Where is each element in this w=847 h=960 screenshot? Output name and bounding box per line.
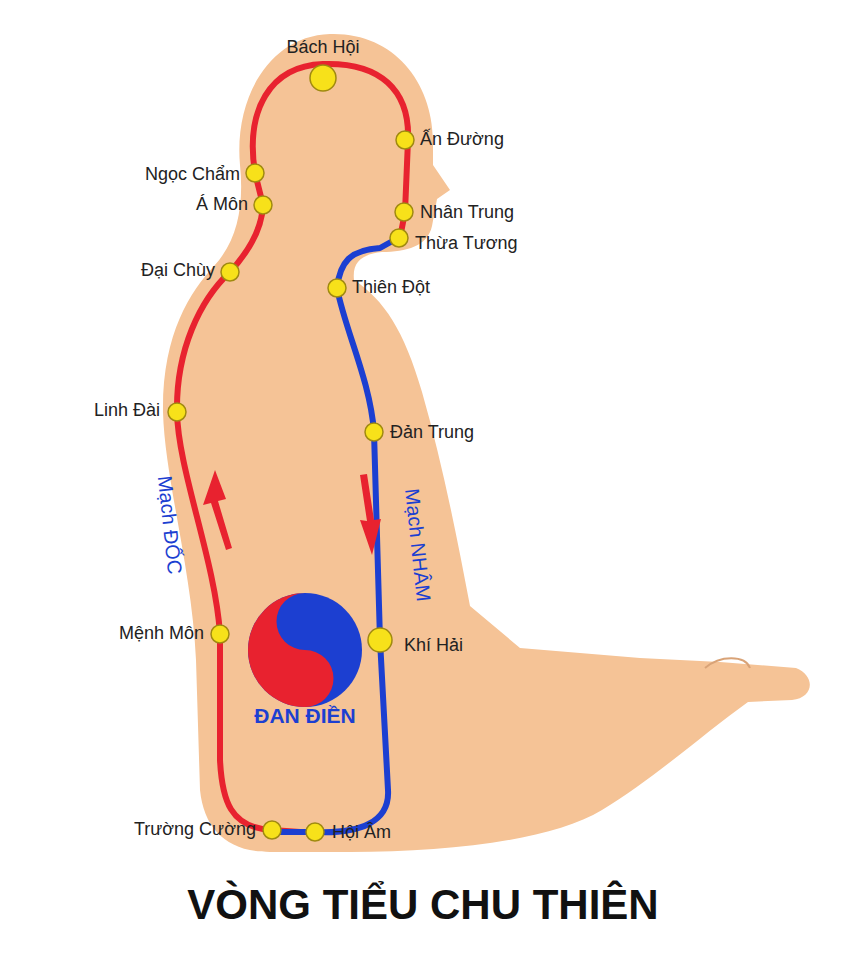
flow-arrows (196, 470, 381, 555)
point-label: Thừa Tương (415, 234, 518, 254)
point-label: Hội Âm (332, 823, 391, 843)
hand-mudra (705, 658, 750, 668)
point-label: Nhân Trung (420, 203, 514, 223)
point (306, 823, 324, 841)
point-label: Linh Đài (94, 401, 160, 421)
point-label: Thiên Đột (352, 278, 430, 298)
body-silhouette (163, 34, 810, 852)
point-label: Khí Hải (404, 636, 463, 656)
point-label: Ấn Đường (420, 130, 504, 150)
yin-yang-red (248, 593, 334, 707)
point (246, 164, 264, 182)
point (395, 203, 413, 221)
point (328, 279, 346, 297)
point (221, 263, 239, 281)
point-label: Mệnh Môn (119, 624, 204, 644)
point (365, 423, 383, 441)
point-label: Đại Chùy (141, 261, 215, 281)
dantian-label: ĐAN ĐIỀN (254, 704, 356, 727)
point-label: Trường Cường (134, 820, 256, 840)
point (310, 65, 336, 91)
point (254, 196, 272, 214)
point-label: Á Môn (196, 195, 248, 215)
yin-yang (248, 593, 362, 707)
point-label: Ngọc Chẩm (145, 165, 240, 185)
conception-vessel-line (280, 238, 398, 832)
yin-yang-blue (248, 593, 362, 707)
point (368, 628, 392, 652)
diagram-title: VÒNG TIỂU CHU THIÊN (187, 882, 658, 928)
point (263, 821, 281, 839)
point (396, 131, 414, 149)
downward-arrow (360, 474, 381, 555)
point (211, 625, 229, 643)
point-label: Bách Hội (286, 38, 359, 58)
upward-arrow (203, 470, 232, 550)
point-label: Đản Trung (390, 423, 474, 443)
point (168, 403, 186, 421)
point (390, 229, 408, 247)
